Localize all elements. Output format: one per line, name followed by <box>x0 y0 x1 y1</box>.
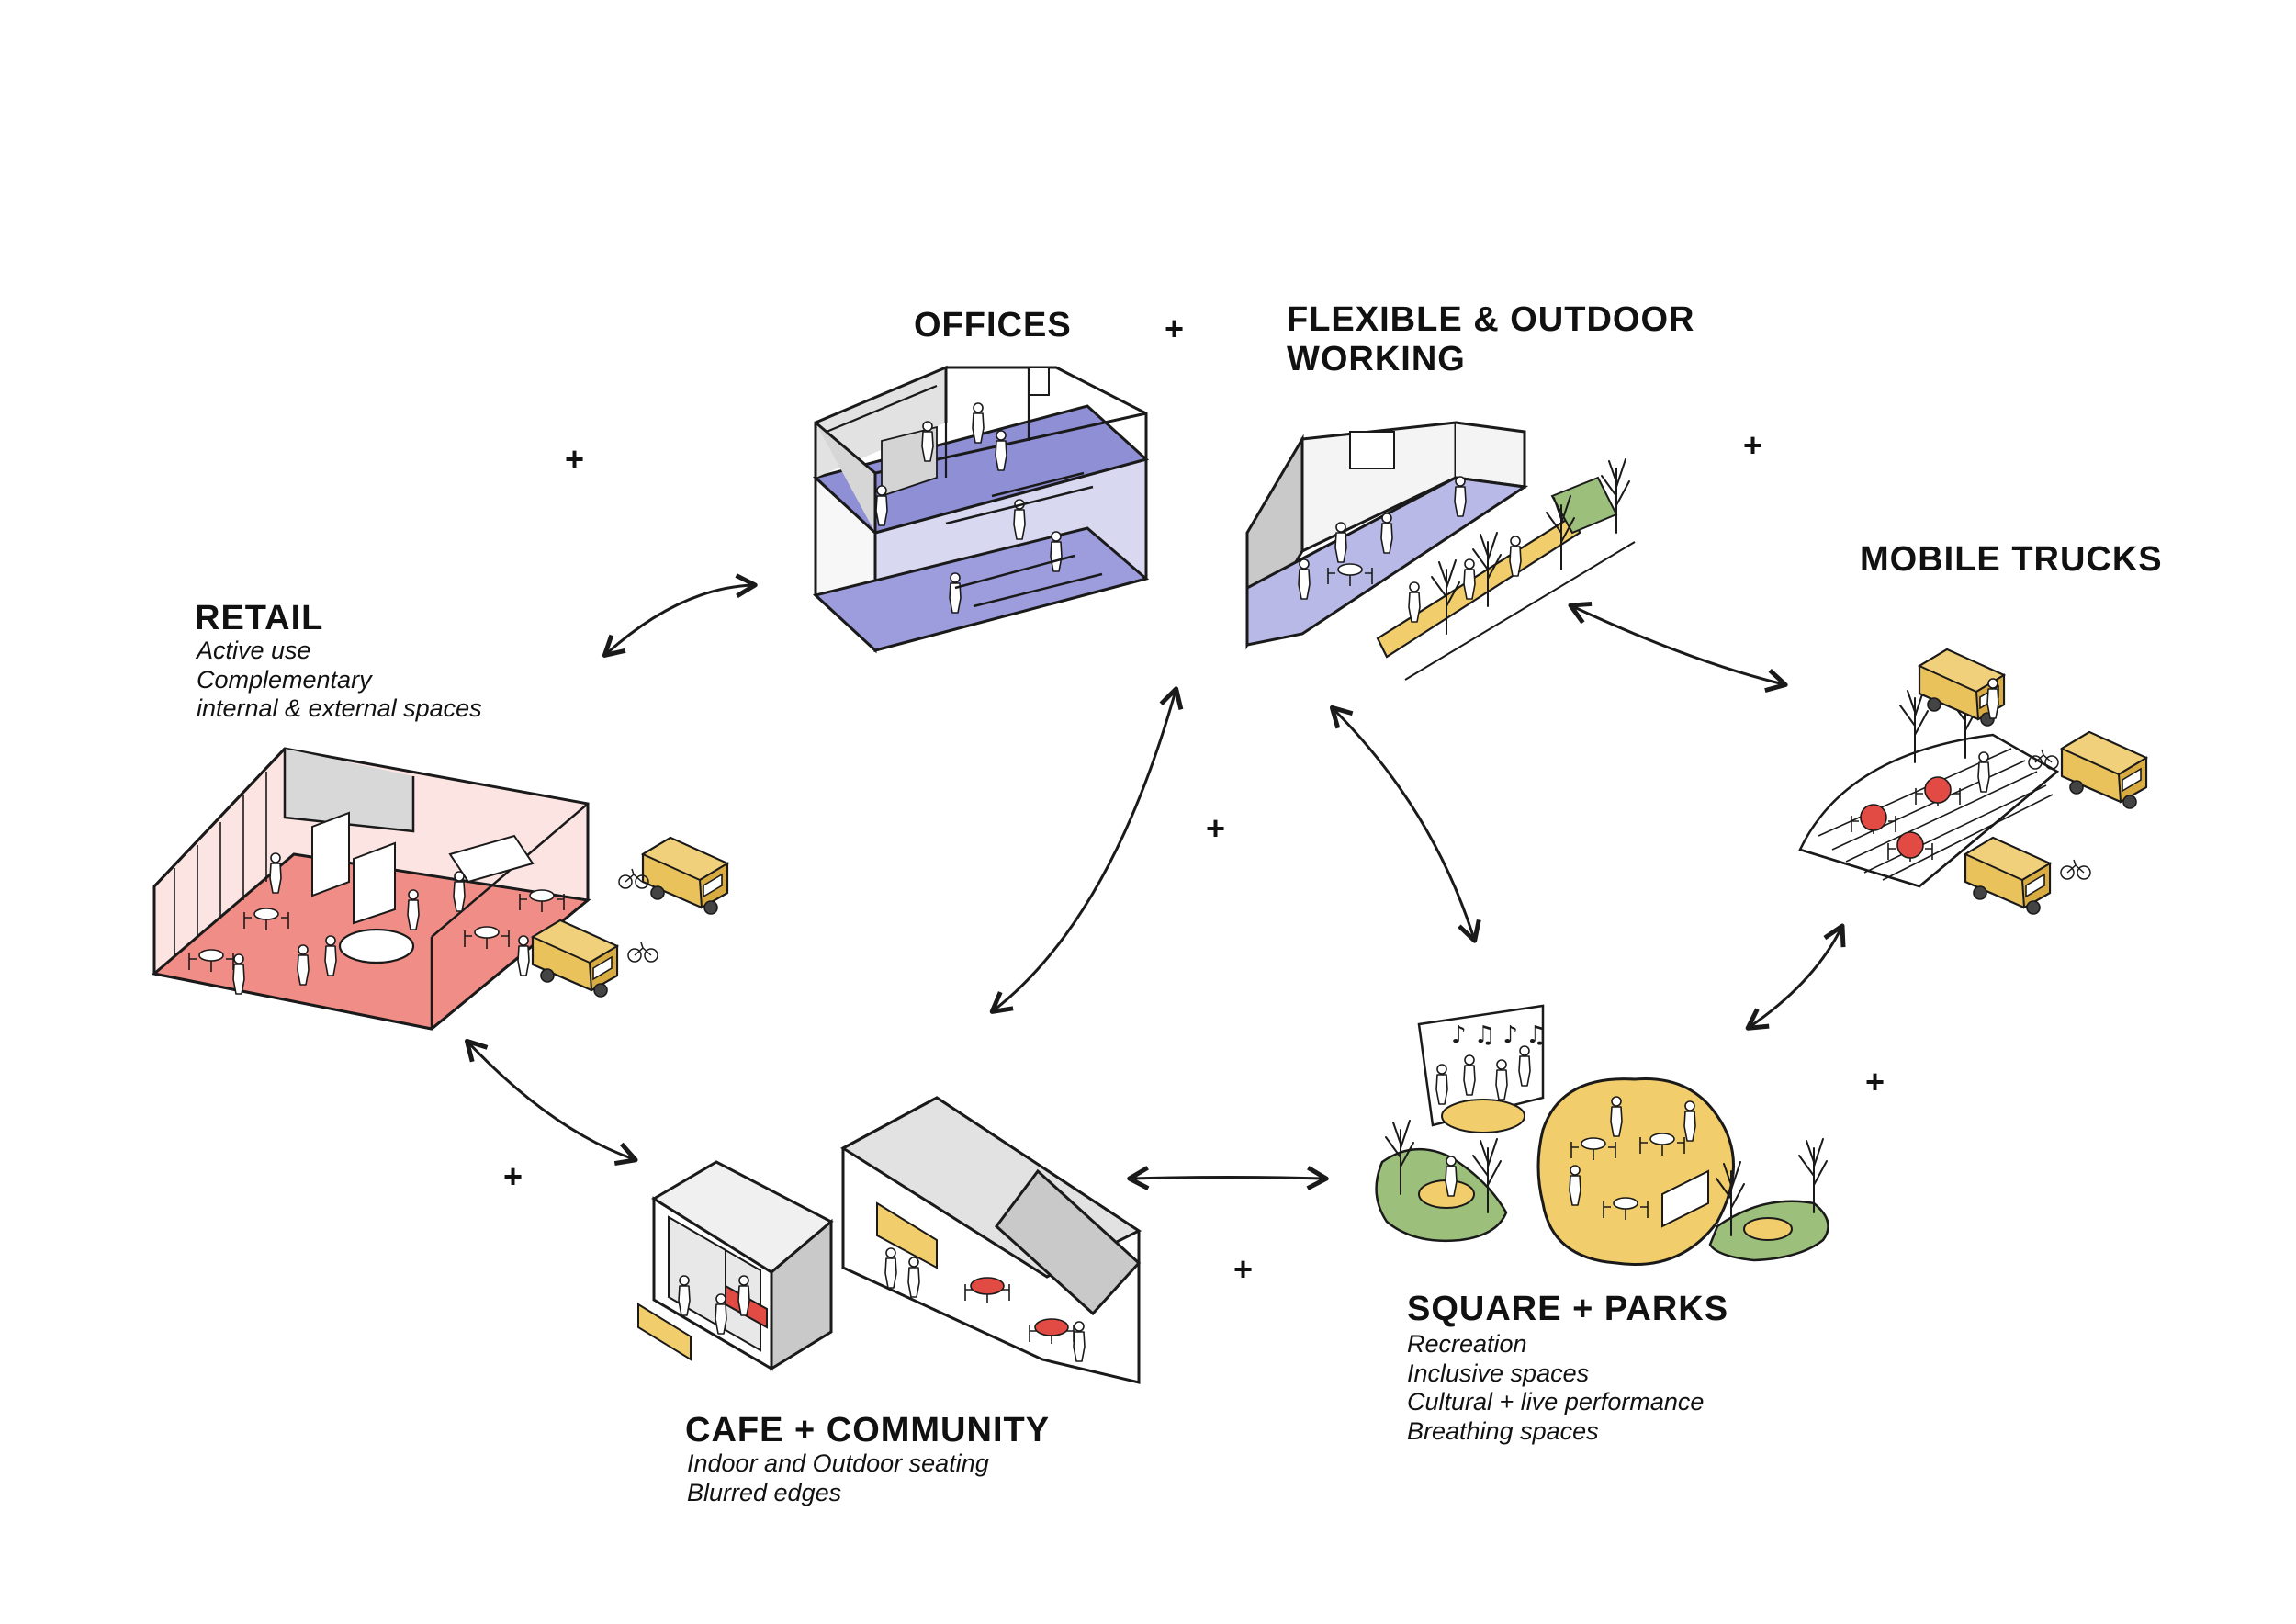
offices-title: OFFICES <box>914 306 1072 344</box>
retail-title: RETAIL <box>195 599 324 637</box>
arrow-cafe-square <box>1127 1166 1329 1190</box>
plus-sign: + <box>503 1157 523 1195</box>
plus-sign: + <box>1233 1250 1254 1288</box>
square-line: Breathing spaces <box>1407 1416 1599 1445</box>
retail-line: Active use <box>197 637 311 664</box>
square-line: Cultural + live performance <box>1407 1388 1705 1416</box>
plus-sign: + <box>1165 310 1185 347</box>
retail-line: internal & external spaces <box>197 694 482 723</box>
retail-illustration <box>151 747 729 1031</box>
cafe-line: Blurred edges <box>687 1478 842 1506</box>
svg-text:♪ ♫ ♪ ♫: ♪ ♫ ♪ ♫ <box>1451 1021 1548 1049</box>
mobile-trucks-illustration <box>1798 648 2148 916</box>
offices-illustration <box>812 365 1150 654</box>
plus-sign: + <box>1206 809 1226 847</box>
connection-arrows <box>464 573 1846 1190</box>
arrow-retail-cafe <box>464 1038 638 1167</box>
cafe-line: Indoor and Outdoor seating <box>687 1449 989 1477</box>
square-description: Recreation Inclusive spaces Cultural + l… <box>1407 1330 1704 1446</box>
square-title: SQUARE + PARKS <box>1407 1290 1729 1328</box>
cafe-description: Indoor and Outdoor seating Blurred edges <box>687 1449 989 1507</box>
flexible-title: FLEXIBLE & OUTDOOR WORKING <box>1287 300 1694 378</box>
square-line: Inclusive spaces <box>1407 1359 1590 1387</box>
retail-line: Complementary <box>197 665 372 694</box>
arrow-square-trucks <box>1745 923 1846 1031</box>
arrow-retail-offices <box>602 573 758 658</box>
retail-description: Active use Complementary internal & exte… <box>197 637 482 724</box>
arrow-flexible-trucks <box>1568 601 1788 694</box>
square-line: Recreation <box>1407 1330 1527 1358</box>
flexible-title-line2: WORKING <box>1287 339 1466 378</box>
cafe-illustration <box>637 1096 1142 1384</box>
cafe-title: CAFE + COMMUNITY <box>685 1411 1051 1449</box>
plus-sign: + <box>1743 426 1763 464</box>
flexible-title-line1: FLEXIBLE & OUTDOOR <box>1287 300 1695 339</box>
square-parks-illustration: ♪ ♫ ♪ ♫ <box>1375 1004 1829 1267</box>
flexible-working-illustration <box>1245 421 1636 681</box>
plus-sign: + <box>1865 1063 1885 1100</box>
mobile-trucks-title: MOBILE TRUCKS <box>1860 540 2163 579</box>
arrow-flexible-square <box>1329 705 1481 943</box>
plus-sign: + <box>565 440 585 478</box>
arrow-offices-cafe <box>989 686 1184 1014</box>
